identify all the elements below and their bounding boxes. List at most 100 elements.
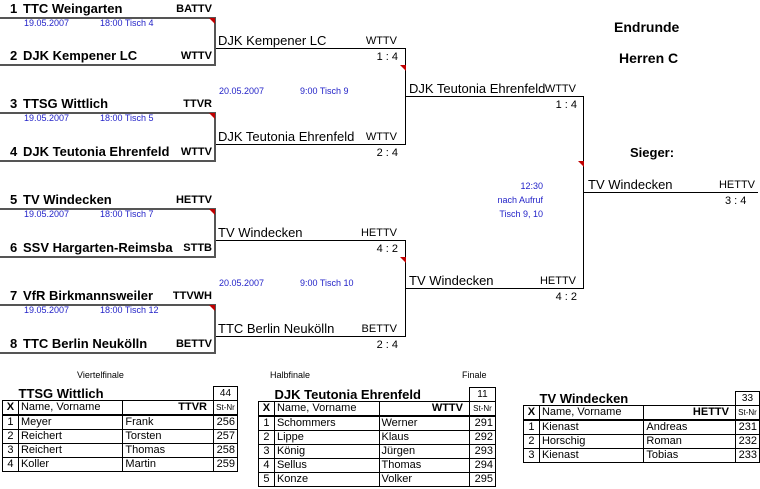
column-name: Name, Vorname [273,401,380,417]
player-st-nr: 258 [212,443,239,458]
team-association: WTTV [378,401,470,417]
match-time-table: 9:00 Tisch 10 [300,278,354,288]
winner-name[interactable]: TV Windecken [588,177,673,192]
bracket-line [584,192,758,193]
player-surname: König [273,444,380,459]
player-name[interactable]: TTSG Wittlich [23,96,109,111]
match-score: 4 : 2 [555,291,577,303]
column-x: X [258,401,275,417]
column-name: Name, Vorname [538,405,645,421]
final-schedule: 12:30 [520,181,543,191]
row-number: 2 [523,434,540,449]
player-firstname: Werner [378,415,470,431]
player-association: WTTV [544,83,576,95]
bracket-line [214,112,216,160]
match-marker-icon [400,257,406,263]
row-number: 2 [258,430,275,445]
match-score: 1 : 4 [555,99,577,111]
row-number: 5 [258,472,275,487]
bracket-line [0,208,216,210]
player-seed: 2 [10,48,18,63]
player-name[interactable]: TV Windecken [409,273,494,288]
player-surname: Koller [17,457,124,472]
player-name[interactable]: DJK Teutonia Ehrenfeld [218,129,355,144]
row-number: 1 [2,414,19,430]
row-number: 4 [2,457,19,472]
team-number: 33 [734,391,760,406]
player-name[interactable]: DJK Kempener LC [23,48,138,63]
player-seed: 3 [10,96,18,111]
bracket-line [216,336,406,337]
player-name[interactable]: DJK Kempener LC [218,33,327,48]
bracket-line [405,240,406,336]
match-date: 20.05.2007 [219,278,265,288]
player-association: WTTV [180,146,212,158]
player-firstname: Klaus [378,430,470,445]
player-firstname: Thomas [378,458,470,473]
match-date: 20.05.2007 [219,86,265,96]
column-st-nr: St-Nr [734,405,760,421]
player-firstname: Tobias [643,448,736,463]
player-name[interactable]: TV Windecken [23,192,112,207]
player-association: HETTV [539,275,576,287]
player-surname: Kienast [538,419,645,435]
subtitle: Herren C [619,50,679,66]
player-association: HETTV [175,194,212,206]
player-name[interactable]: SSV Hargarten-Reimsba [23,240,173,255]
team-association: TTVR [122,400,214,416]
player-st-nr: 231 [734,419,760,435]
round-label: Finale [462,370,487,380]
player-association: WTTV [365,131,397,143]
player-surname: Meyer [17,414,124,430]
bracket-line [406,288,584,289]
player-name[interactable]: TTC Weingarten [23,1,123,16]
final-schedule: Tisch 9, 10 [499,209,543,219]
player-association: HETTV [360,227,397,239]
row-number: 2 [2,429,19,444]
winner-association: HETTV [718,179,755,191]
team-name: DJK Teutonia Ehrenfeld [274,386,421,402]
match-time-table: 18:00 Tisch 12 [100,305,159,315]
match-marker-icon [209,209,215,215]
player-seed: 4 [10,144,18,159]
player-name[interactable]: DJK Teutonia Ehrenfeld [23,144,170,159]
match-score: 2 : 4 [376,147,398,159]
team-number: 11 [469,387,496,402]
player-st-nr: 232 [734,434,760,449]
player-name[interactable]: TV Windecken [218,225,303,240]
row-number: 3 [258,444,275,459]
player-name[interactable]: TTC Berlin Neukölln [218,321,335,336]
team-name: TTSG Wittlich [18,385,104,401]
player-name[interactable]: DJK Teutonia Ehrenfeld [409,81,546,96]
player-surname: Lippe [273,430,380,445]
player-firstname: Torsten [122,429,214,444]
player-st-nr: 292 [469,430,496,445]
player-association: WTTV [365,35,397,47]
player-st-nr: 256 [212,414,239,430]
bracket-line [405,48,406,144]
team-title-row: DJK Teutonia Ehrenfeld 11 [259,386,496,402]
bracket-line [583,96,584,288]
player-association: TTVR [183,98,212,110]
team-association: HETTV [643,405,736,421]
match-score: 1 : 4 [376,51,398,63]
row-number: 1 [258,415,275,431]
player-surname: Horschig [538,434,645,449]
player-name[interactable]: TTC Berlin Neukölln [23,336,148,351]
player-association: BETTV [361,323,397,335]
player-st-nr: 259 [212,457,239,472]
final-schedule: nach Aufruf [497,195,543,205]
player-name[interactable]: VfR Birkmannsweiler [23,288,154,303]
player-association: WTTV [180,50,212,62]
player-seed: 7 [10,288,18,303]
